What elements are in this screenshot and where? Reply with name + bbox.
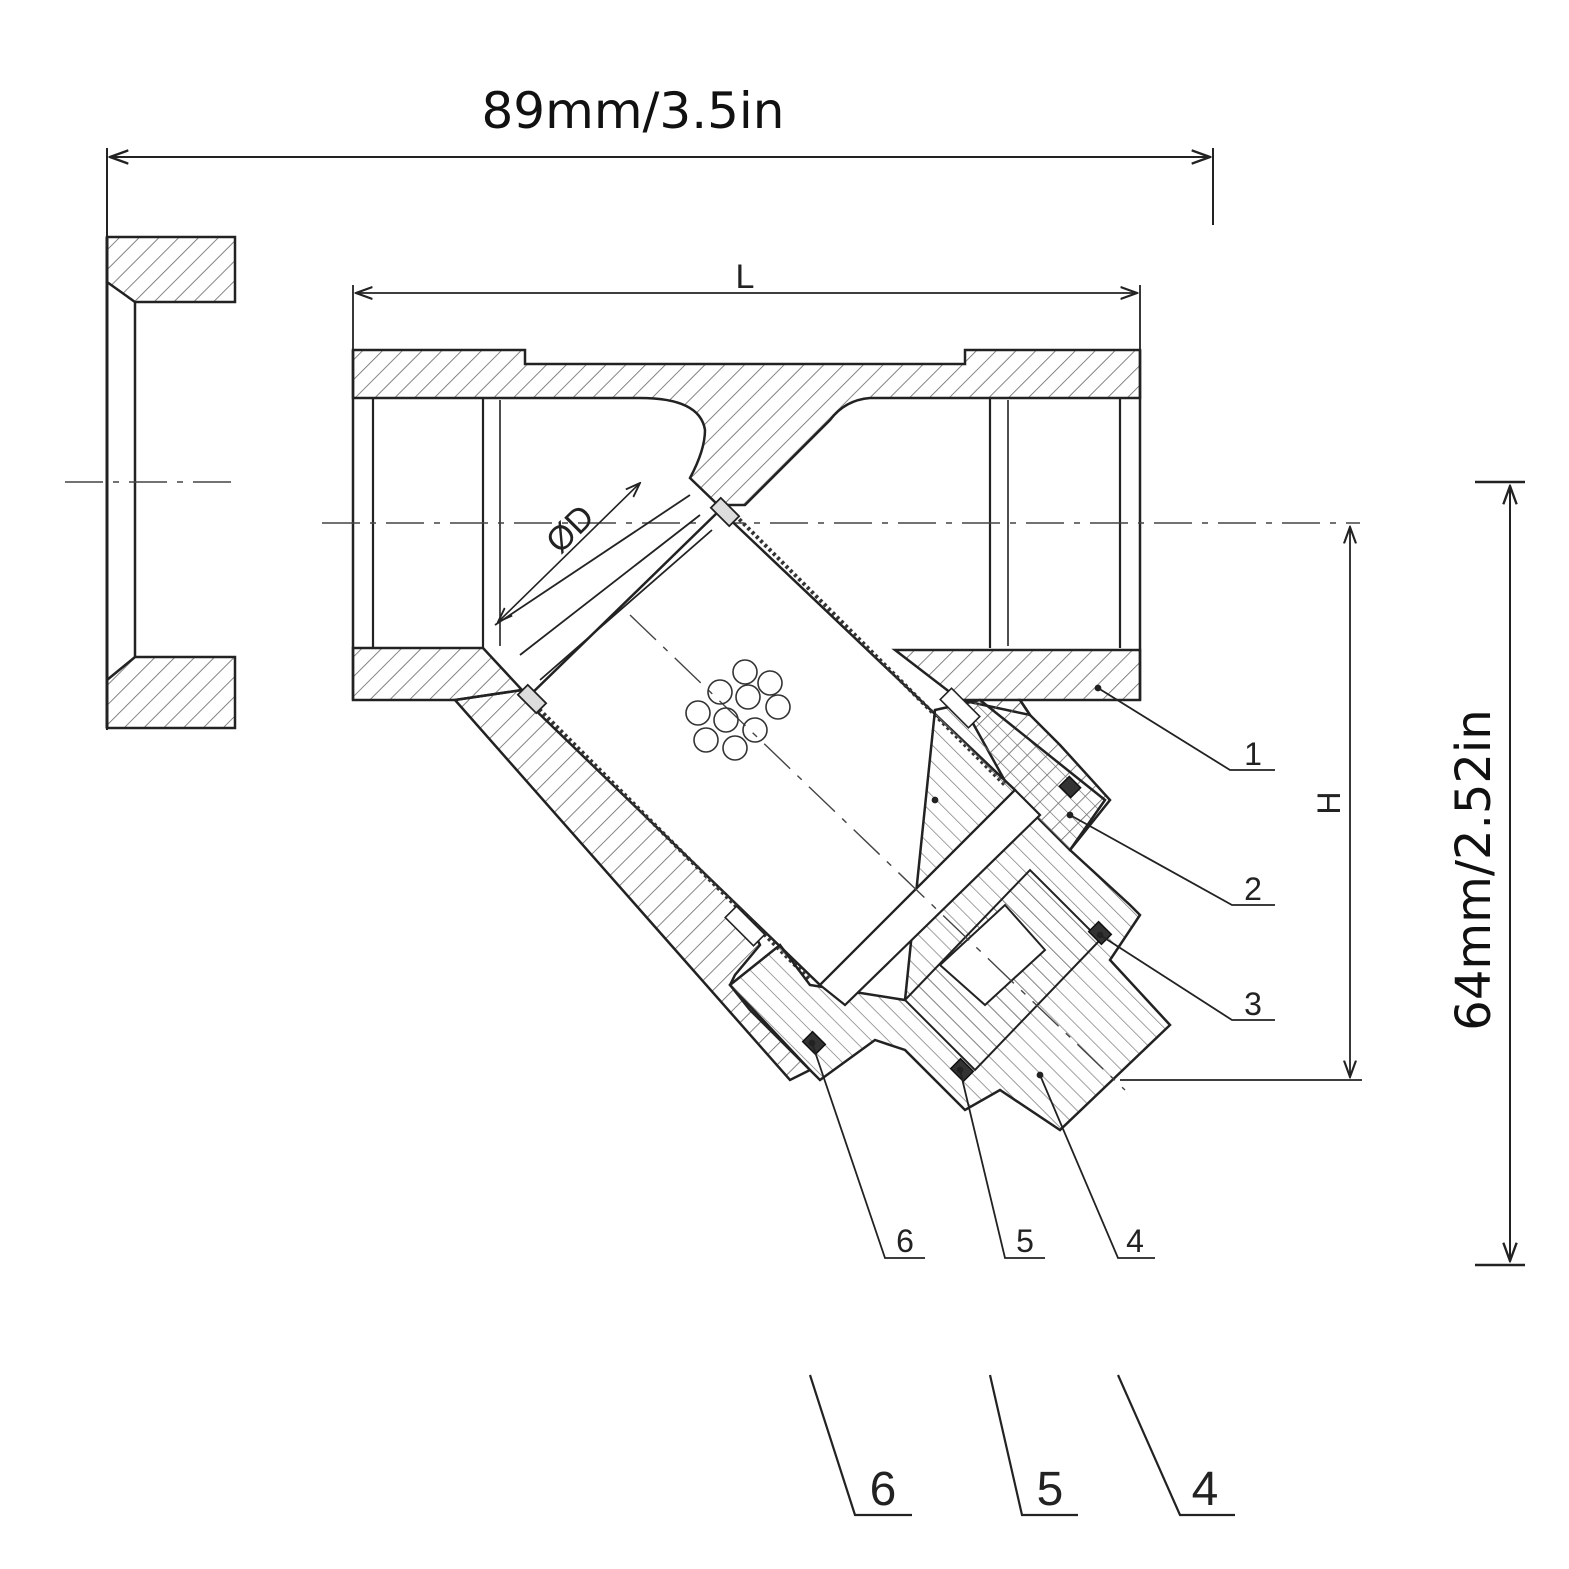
enlarged-label-6: 6 bbox=[870, 1463, 897, 1516]
overall-height-label: 64mm/2.52in bbox=[1446, 709, 1502, 1030]
seal-lower-left bbox=[724, 905, 766, 947]
leader-6 bbox=[811, 1042, 925, 1259]
part-label-6: 6 bbox=[896, 1223, 914, 1259]
part-label-5: 5 bbox=[1016, 1223, 1034, 1259]
leader-1 bbox=[1097, 687, 1275, 771]
screen-bottom-seal bbox=[516, 683, 548, 715]
diameter-symbol: ØD bbox=[539, 498, 602, 561]
length-symbol: L bbox=[736, 258, 755, 296]
height-symbol: H bbox=[1311, 791, 1347, 814]
enlarged-leader-6 bbox=[808, 1374, 912, 1517]
o-ring-upper bbox=[1058, 775, 1082, 799]
cap-body bbox=[728, 698, 1172, 1132]
strainer-leg: ØD bbox=[452, 483, 1172, 1132]
leader-5 bbox=[959, 1069, 1045, 1259]
cap-plug bbox=[818, 788, 1042, 1007]
screen-top-seal bbox=[709, 496, 741, 528]
part-label-1: 1 bbox=[1244, 736, 1262, 772]
enlarged-leader-4 bbox=[1116, 1374, 1235, 1517]
body-bottom-wall-left bbox=[351, 646, 525, 702]
part-label-2: 2 bbox=[1244, 871, 1262, 907]
overall-width-dimension: 89mm/3.5in bbox=[106, 82, 1214, 730]
side-view-fragment bbox=[65, 235, 237, 730]
seal-upper-left bbox=[939, 687, 981, 729]
side-view-top-section bbox=[105, 235, 237, 304]
strainer-body bbox=[351, 348, 1142, 717]
overall-height-dimension: 64mm/2.52in bbox=[1446, 480, 1525, 1267]
enlarged-label-5: 5 bbox=[1037, 1463, 1064, 1516]
enlarged-callouts bbox=[808, 1374, 1235, 1517]
enlarged-label-4: 4 bbox=[1192, 1463, 1219, 1516]
leader-3 bbox=[1099, 934, 1275, 1021]
part-numbers: 1 2 3 4 5 6 bbox=[896, 736, 1262, 1259]
enlarged-part-numbers: 6 5 4 bbox=[870, 1463, 1219, 1516]
side-view-bottom-section bbox=[105, 655, 237, 730]
overall-width-label: 89mm/3.5in bbox=[482, 82, 785, 140]
enlarged-leader-5 bbox=[988, 1374, 1078, 1517]
leader-4 bbox=[1039, 1074, 1155, 1259]
cap-step bbox=[938, 903, 1047, 1007]
perforation-pattern bbox=[685, 659, 791, 761]
leg-centerline bbox=[629, 614, 1126, 1091]
part-callouts bbox=[808, 684, 1275, 1259]
height-dimension-H: H bbox=[1120, 527, 1362, 1081]
body-top-wall bbox=[351, 348, 1142, 507]
part-label-3: 3 bbox=[1244, 986, 1262, 1022]
leader-2 bbox=[1069, 814, 1275, 906]
diameter-dimension-line bbox=[498, 483, 640, 622]
part-label-4: 4 bbox=[1126, 1223, 1144, 1259]
length-dimension: L bbox=[352, 258, 1141, 350]
